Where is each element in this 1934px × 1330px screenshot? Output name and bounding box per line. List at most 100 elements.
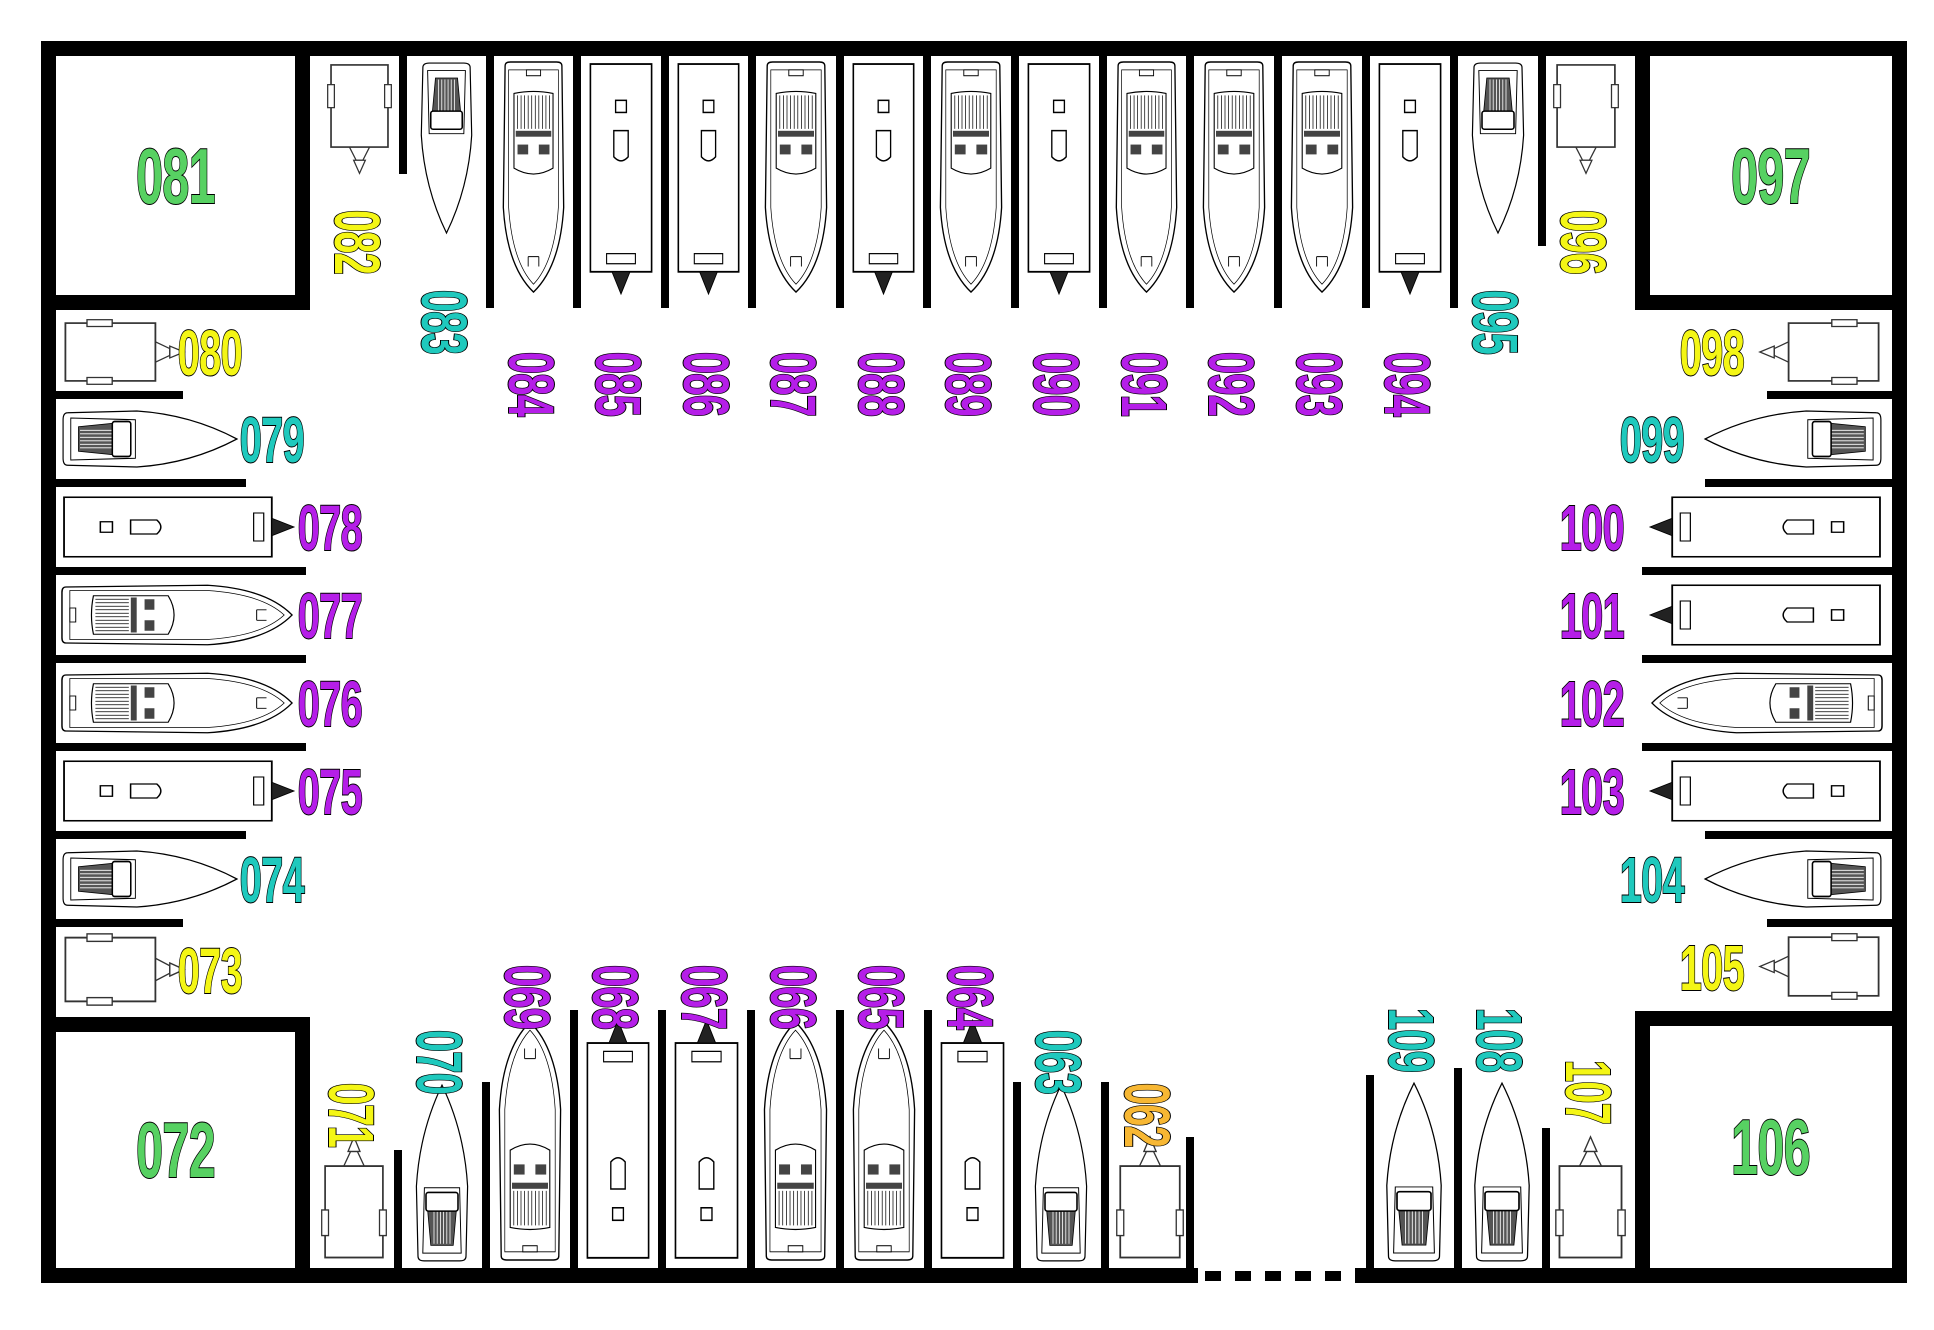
slot-label: 100	[1559, 492, 1625, 564]
small-boat-icon	[1466, 60, 1530, 236]
pontoon-icon	[848, 60, 919, 296]
slot-divider	[1186, 1137, 1194, 1268]
slot-divider	[1705, 831, 1892, 839]
small-boat-icon	[1029, 1082, 1093, 1264]
slot-label: 073	[177, 934, 243, 1007]
small-boat-icon	[1468, 1080, 1536, 1264]
speedboat-icon	[498, 60, 569, 296]
slot-divider	[570, 1010, 578, 1268]
unit-label: 081	[135, 131, 216, 220]
speedboat-icon	[1648, 668, 1884, 738]
slot-label: 087	[756, 351, 830, 417]
gate-dash	[1295, 1271, 1311, 1281]
slot-label: 085	[581, 351, 655, 417]
slot-divider	[1705, 479, 1892, 487]
slot-label: 070	[402, 1029, 476, 1095]
slot-label: 091	[1107, 351, 1181, 417]
unit-label: 106	[1731, 1103, 1812, 1191]
slot-label: 064	[933, 964, 1007, 1030]
trailer-icon	[60, 318, 186, 386]
slot-label: 088	[844, 351, 918, 417]
slot-divider	[56, 391, 183, 399]
slot-label: 103	[1559, 756, 1625, 828]
slot-divider	[56, 831, 246, 839]
slot-label: 069	[490, 964, 564, 1030]
speedboat-icon	[760, 60, 832, 296]
gate-dash	[1205, 1271, 1221, 1281]
pontoon-icon	[582, 1018, 654, 1262]
slot-label: 065	[844, 964, 918, 1030]
slot-label: 074	[239, 844, 305, 916]
speedboat-icon	[935, 60, 1007, 296]
slot-label: 090	[1019, 351, 1093, 417]
small-boat-icon	[60, 844, 240, 914]
slot-divider	[1274, 56, 1282, 308]
slot-divider	[56, 655, 306, 663]
pontoon-icon	[670, 1018, 743, 1262]
speedboat-icon	[1111, 60, 1182, 296]
slot-label: 067	[667, 964, 741, 1030]
slot-divider	[658, 1010, 666, 1268]
slot-divider	[56, 479, 246, 487]
pontoon-icon	[1648, 492, 1884, 562]
slot-divider	[1366, 1075, 1374, 1268]
small-boat-icon	[1380, 1080, 1448, 1264]
slot-label: 104	[1619, 844, 1685, 916]
slot-label: 068	[578, 964, 652, 1030]
slot-label: 079	[239, 404, 305, 476]
slot-label: 108	[1462, 1007, 1536, 1073]
small-boat-icon	[1702, 844, 1884, 914]
slot-label: 098	[1679, 317, 1745, 389]
unit-072[interactable]: 072	[41, 1017, 310, 1283]
slot-label: 101	[1559, 580, 1625, 652]
pontoon-icon	[1648, 756, 1884, 826]
speedboat-icon	[759, 1018, 832, 1262]
slot-label: 092	[1194, 351, 1268, 417]
slot-divider	[1642, 743, 1892, 751]
speedboat-icon	[1286, 60, 1358, 296]
unit-106[interactable]: 106	[1635, 1011, 1907, 1283]
pontoon-icon	[1648, 580, 1884, 650]
slot-label: 086	[669, 351, 743, 417]
trailer-icon	[326, 60, 393, 175]
slot-divider	[1101, 1082, 1109, 1268]
unit-081[interactable]: 081	[41, 41, 310, 310]
slot-divider	[1099, 56, 1107, 308]
slot-label: 083	[407, 289, 481, 355]
slot-divider	[56, 567, 306, 575]
pontoon-icon	[60, 492, 296, 562]
slot-divider	[573, 56, 581, 308]
outer-wall-left	[41, 41, 56, 1283]
slot-label: 071	[314, 1082, 388, 1148]
slot-label: 082	[320, 209, 394, 275]
small-boat-icon	[60, 404, 240, 474]
slot-divider	[836, 1010, 844, 1268]
slot-divider	[1186, 56, 1194, 308]
slot-label: 076	[297, 668, 363, 740]
pontoon-icon	[936, 1018, 1009, 1262]
speedboat-icon	[848, 1018, 920, 1262]
small-boat-icon	[415, 60, 478, 236]
slot-divider	[1454, 1068, 1462, 1268]
trailer-icon	[1115, 1135, 1185, 1263]
slot-divider	[836, 56, 844, 308]
pontoon-icon	[1374, 60, 1446, 296]
gate-dash	[1265, 1271, 1281, 1281]
slot-divider	[1362, 56, 1370, 308]
slot-divider	[1013, 1082, 1021, 1268]
pontoon-icon	[585, 60, 657, 296]
trailer-icon	[60, 932, 186, 1007]
unit-label: 097	[1731, 131, 1812, 220]
outer-wall-right	[1892, 41, 1907, 1283]
slot-label: 102	[1559, 668, 1625, 740]
unit-097[interactable]: 097	[1635, 41, 1907, 310]
slot-label: 089	[931, 351, 1005, 417]
slot-label: 080	[177, 317, 243, 389]
slot-label: 095	[1458, 289, 1532, 355]
slot-divider	[1642, 655, 1892, 663]
trailer-icon	[1552, 60, 1620, 175]
slot-label: 077	[297, 580, 363, 652]
outer-wall-bottom-left	[41, 1268, 1198, 1283]
slot-divider	[1767, 391, 1892, 399]
slot-divider	[1767, 919, 1892, 927]
